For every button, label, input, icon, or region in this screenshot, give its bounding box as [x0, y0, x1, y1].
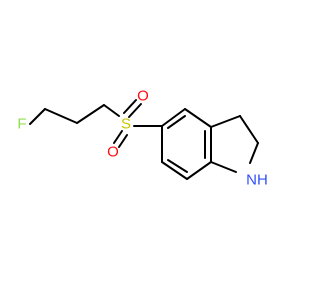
- bond-s-o-top-2: [128, 103, 142, 118]
- bond-ring-4: [186, 161, 212, 180]
- bond-ring-5: [161, 161, 188, 180]
- bond-c3-s: [103, 104, 120, 117]
- bond-five-2: [239, 115, 259, 144]
- bond-c1-c2: [44, 108, 78, 124]
- bond-five-1: [210, 115, 241, 128]
- molecule-drawing: F S O O NH: [17, 88, 268, 189]
- bond-ring-2: [184, 108, 212, 128]
- bond-five-3: [249, 142, 259, 164]
- atom-amine: NH: [246, 172, 268, 189]
- bond-ring-double-1: [167, 115, 186, 129]
- bond-s-o-bottom-1: [113, 130, 123, 144]
- atom-fluorine: F: [17, 116, 26, 133]
- bond-five-4: [210, 161, 237, 173]
- bond-s-o-bottom-2: [118, 134, 128, 148]
- bond-s-o-top-1: [123, 99, 137, 114]
- bond-f-c1: [29, 108, 46, 125]
- structure-canvas: F S O O NH: [17, 88, 268, 189]
- atom-sulfur: S: [121, 116, 131, 133]
- atom-oxygen-top: O: [137, 88, 149, 105]
- bond-c2-c3: [76, 104, 105, 124]
- atom-oxygen-bottom: O: [107, 144, 119, 161]
- bond-ring-double-3: [167, 159, 188, 173]
- bond-ring-1: [161, 108, 186, 127]
